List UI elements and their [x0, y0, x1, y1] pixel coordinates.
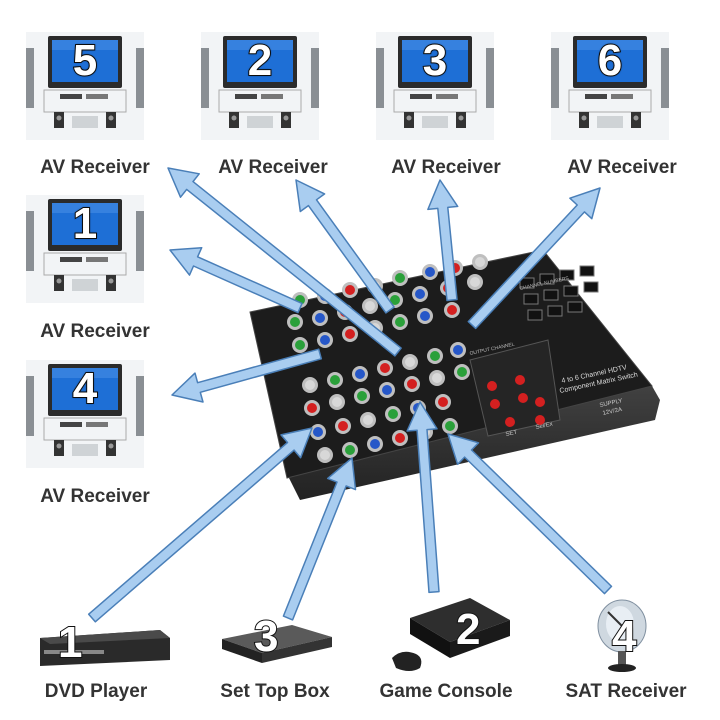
tv-system-label: AV Receiver: [40, 486, 150, 507]
rca-jack-insert: [345, 445, 355, 455]
dvd-player-icon: [40, 620, 170, 670]
rca-jack-insert: [305, 380, 315, 390]
rca-jack-insert: [320, 450, 330, 460]
tv-system-3: 3: [370, 32, 500, 147]
source-input-number: 1: [57, 617, 84, 668]
arrow-to-tv-4: [171, 348, 323, 403]
tv-system-5: 1: [20, 195, 150, 310]
tv-system-label: AV Receiver: [40, 321, 150, 342]
arrow-from-set-top-box: [282, 457, 357, 621]
tv-channel-number: 2: [247, 35, 273, 86]
game-console-icon: [390, 598, 510, 678]
keypad-key: [563, 285, 579, 297]
tv-channel-number: 5: [72, 35, 98, 86]
source-device-label: DVD Player: [44, 681, 148, 702]
supply-label: SUPPLY: [599, 398, 623, 409]
arrow-to-tv-6: [467, 187, 601, 330]
tv-channel-number: 1: [72, 198, 98, 249]
source-input-number: 4: [611, 611, 638, 662]
source-device-label: SAT Receiver: [565, 681, 687, 702]
tv-system-label: AV Receiver: [218, 157, 328, 178]
rca-jack-insert: [345, 329, 355, 339]
arrow-from-sat-receiver: [447, 433, 613, 595]
rca-jack-insert: [438, 397, 448, 407]
rca-jack-insert: [415, 289, 425, 299]
rca-jack-insert: [420, 311, 430, 321]
tv-channel-number: 4: [72, 363, 98, 414]
rca-jack-insert: [313, 427, 323, 437]
rca-jack-insert: [447, 305, 457, 315]
tv-system-1: 5: [20, 32, 150, 147]
rca-jack-insert: [345, 285, 355, 295]
rca-jack-insert: [407, 379, 417, 389]
rca-jack-insert: [370, 439, 380, 449]
tv-channel-number: 3: [422, 35, 448, 86]
rca-jack-insert: [363, 415, 373, 425]
rca-jack-insert: [365, 301, 375, 311]
satellite-dish-icon: [592, 596, 652, 676]
arrow-to-tv-1: [169, 246, 303, 314]
tv-system-4: 6: [545, 32, 675, 147]
rca-jack-insert: [357, 391, 367, 401]
rca-jack-insert: [315, 313, 325, 323]
tv-system-2: 2: [195, 32, 325, 147]
rca-jack-insert: [295, 340, 305, 350]
keypad-key: [539, 273, 555, 285]
rca-jack-insert: [395, 433, 405, 443]
rca-jack-insert: [395, 273, 405, 283]
rca-jack-insert: [388, 409, 398, 419]
rca-jack-insert: [405, 357, 415, 367]
set-label: SET: [505, 430, 518, 438]
keypad-key: [567, 301, 583, 313]
set-top-box-icon: [222, 615, 332, 665]
tv-system-label: AV Receiver: [567, 157, 677, 178]
rca-jack-insert: [382, 385, 392, 395]
source-device-label: Game Console: [379, 681, 513, 702]
rca-jack-insert: [330, 375, 340, 385]
tv-channel-number: 6: [597, 35, 623, 86]
rca-jack-insert: [475, 257, 485, 267]
rca-jack-insert: [445, 421, 455, 431]
keypad-key: [547, 305, 563, 317]
rca-jack-insert: [290, 317, 300, 327]
tv-system-label: AV Receiver: [391, 157, 501, 178]
arrow-to-tv-5: [167, 167, 402, 357]
tv-system-6: 4: [20, 360, 150, 475]
source-device-label: Set Top Box: [220, 681, 330, 702]
keypad-key: [579, 265, 595, 277]
rca-jack-insert: [338, 421, 348, 431]
arrow-to-tv-2: [295, 179, 395, 314]
rca-jack-insert: [395, 317, 405, 327]
keypad-key: [527, 309, 543, 321]
keypad-key: [583, 281, 599, 293]
rca-jack-insert: [457, 367, 467, 377]
rca-jack-insert: [320, 335, 330, 345]
channel-buttons: [487, 375, 545, 427]
rca-jack-insert: [380, 363, 390, 373]
keypad-key: [543, 289, 559, 301]
rca-jack-insert: [453, 345, 463, 355]
tv-system-label: AV Receiver: [40, 157, 150, 178]
rca-jack-insert: [355, 369, 365, 379]
source-input-number: 3: [253, 611, 280, 662]
rca-jack-insert: [470, 277, 480, 287]
rca-jack-insert: [390, 295, 400, 305]
rca-jack-insert: [307, 403, 317, 413]
keypad-key: [559, 269, 575, 281]
select-label: Sel/Ex: [535, 421, 553, 430]
arrow-from-game-console: [406, 401, 440, 594]
keypad-key: [523, 293, 539, 305]
rca-jack-insert: [332, 397, 342, 407]
keypad-key: [519, 277, 535, 289]
rca-jack-insert: [432, 373, 442, 383]
supply-rating: 12V/2A: [602, 407, 623, 417]
rca-jack-insert: [430, 351, 440, 361]
source-input-number: 2: [455, 604, 482, 655]
rca-jack-insert: [425, 267, 435, 277]
arrow-to-tv-3: [427, 179, 459, 302]
arrow-from-dvd-player: [87, 427, 313, 623]
